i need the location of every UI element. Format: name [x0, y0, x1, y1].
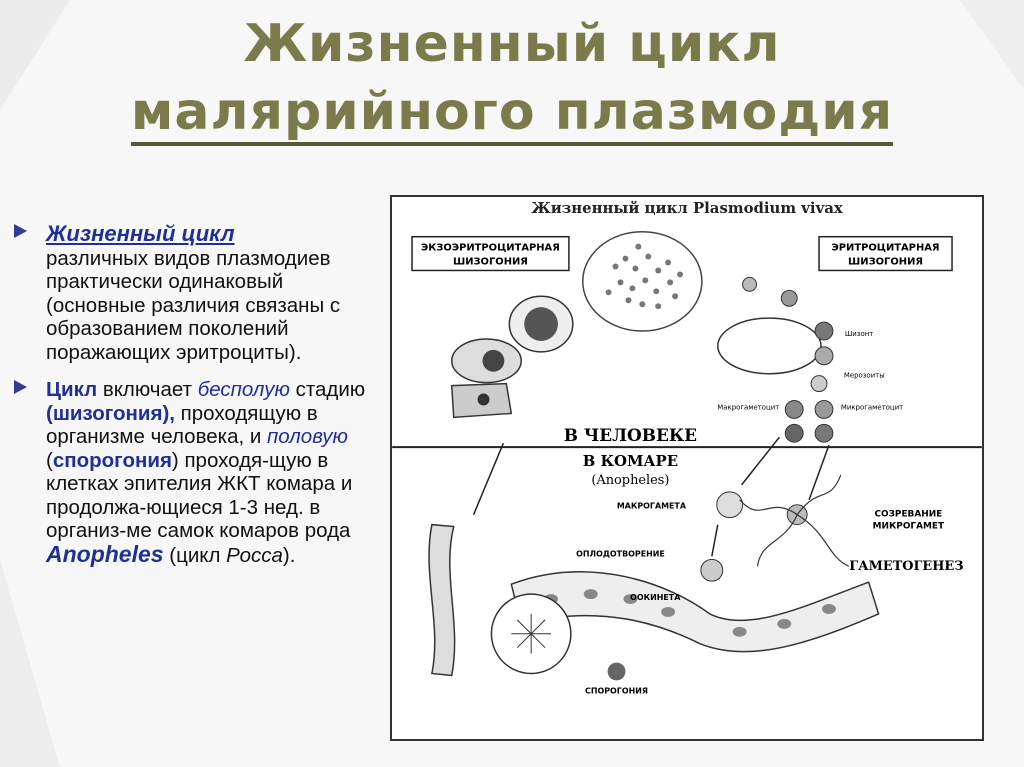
life-cycle-diagram: Жизненный цикл Plasmodium vivax ЭКЗОЭРИТ… [390, 195, 984, 741]
midgut-epithelium [510, 571, 880, 653]
ery-box-line2: ШИЗОГОНИЯ [848, 257, 923, 268]
label-macrogamete: МАКРОГАМЕТА [617, 502, 687, 511]
bullet-item-1: Жизненный цикл различных видов плазмодие… [10, 222, 380, 364]
sporozoites [511, 613, 552, 654]
salivary-gland [428, 523, 456, 677]
bullet-item-2: Цикл включает бесполую стадию (шизогония… [10, 378, 380, 567]
exo-box [411, 235, 570, 272]
diagram-title: Жизненный цикл Plasmodium vivax [531, 199, 843, 217]
bullet-2-schizogony: (шизогония), [46, 401, 175, 425]
bullet-2-sporogony: спорогония [52, 448, 172, 472]
label-merozoites: Мерозоиты [844, 372, 885, 380]
zygote [700, 558, 724, 582]
bullet-2-asexual: бесполую [197, 378, 290, 401]
bullet-2-text: ). [282, 543, 296, 567]
bullet-2-text: ( [46, 448, 53, 472]
merozoite-cluster [605, 243, 684, 310]
sporogony-cell [607, 662, 626, 681]
label-schizont: Шизонт [845, 330, 873, 338]
bullet-2-text: включает [97, 378, 198, 401]
label-macrogametocyte: Макрогаметоцит [717, 403, 779, 411]
macrogamete [716, 491, 744, 519]
label-maturation-1: СОЗРЕВАНИЕ [874, 510, 942, 520]
bullet-2-ross: Росса [226, 543, 283, 567]
hepatocyte-nucleus [477, 393, 490, 406]
bullet-2-text: стадию [289, 378, 366, 401]
slide-title: Жизненный цикл малярийного плазмодия [0, 10, 1024, 146]
bullet-arrow-icon [14, 380, 27, 394]
bullet-2-cycle: Цикл [46, 378, 98, 401]
label-fertilization: ОПЛОДОТВОРЕНИЕ [576, 549, 665, 558]
life-cycle-svg: Жизненный цикл Plasmodium vivax ЭКЗОЭРИТ… [392, 199, 982, 695]
exo-box-line1: ЭКЗОЭРИТРОЦИТАРНАЯ [421, 243, 560, 254]
label-microgametocyte: Микрогаметоцит [841, 403, 903, 411]
cycle-arrows [472, 436, 830, 557]
microgamete-flagella [739, 474, 850, 567]
bullet-2-text: ) проходя-щую в клетках эпителия ЖКТ ком… [46, 448, 353, 543]
bullet-2-text: проходящую в организме человека, и [46, 401, 318, 449]
liver-schizont-cell [582, 230, 703, 332]
bullet-1-lead: Жизненный цикл [46, 221, 235, 246]
label-maturation-2: МИКРОГАМЕТ [873, 522, 945, 532]
bullet-2-anopheles: Anopheles [46, 540, 164, 567]
bullet-2-sexual: половую [267, 425, 348, 448]
title-line-1: Жизненный цикл [243, 14, 781, 74]
liver-cell-1-nucleus [524, 307, 558, 341]
label-in-mosquito: В КОМАРЕ [583, 452, 678, 470]
erythrocytes [742, 276, 834, 443]
bullet-list: Жизненный цикл различных видов плазмодие… [10, 222, 380, 567]
erythrocyte-cycle-ring [717, 317, 822, 375]
ery-box [818, 235, 953, 272]
bullet-2-text: (цикл [163, 543, 227, 567]
epithelium-nuclei [544, 589, 836, 637]
bullet-1-text: различных видов плазмодиев практически о… [46, 246, 341, 364]
label-sporogony: СПОРОГОНИЯ [585, 686, 648, 695]
liver-cell-2-nucleus [482, 349, 505, 372]
label-in-human: В ЧЕЛОВЕКЕ [564, 425, 697, 445]
exo-box-line2: ШИЗОГОНИЯ [453, 257, 528, 268]
title-line-2: малярийного плазмодия [130, 82, 894, 146]
label-anopheles: (Anopheles) [591, 473, 669, 488]
ery-box-line1: ЭРИТРОЦИТАРНАЯ [832, 243, 940, 254]
bullet-arrow-icon [14, 224, 27, 238]
label-gametogenesis: ГАМЕТОГЕНЕЗ [849, 559, 963, 574]
label-ookinete: ООКИНЕТА [630, 593, 681, 602]
